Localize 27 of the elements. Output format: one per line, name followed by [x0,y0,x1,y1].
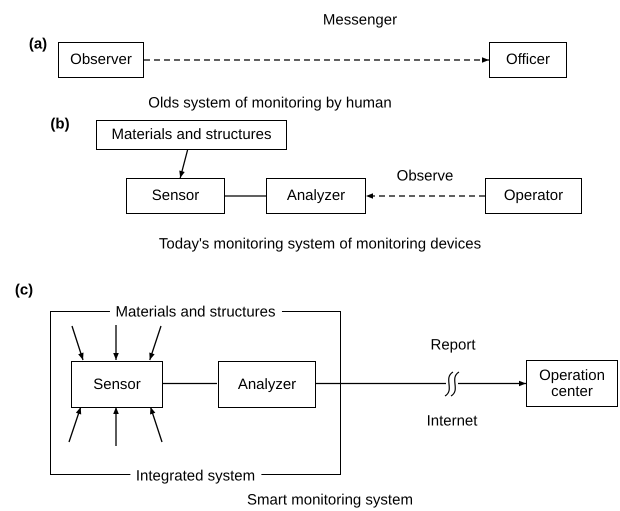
process-box: Sensor [71,361,163,408]
arrow [71,326,84,360]
process-box: Operation center [526,360,618,407]
arrow [113,325,119,360]
caption: Olds system of monitoring by human [148,94,392,112]
frame-title: Integrated system [130,468,262,484]
panel-label: (b) [50,116,70,132]
panel-label: (a) [28,36,48,52]
process-box: Analyzer [218,361,316,408]
arrow [113,407,119,446]
process-box: Observer [58,42,144,78]
process-box: Analyzer [266,178,366,214]
arrow [315,380,526,386]
arrow [150,406,163,442]
arrow [149,326,162,360]
process-box: Sensor [126,178,225,214]
process-box: Officer [489,42,567,78]
process-box: Materials and structures [96,120,287,150]
line-label: Internet [426,412,478,430]
arrow [179,150,188,178]
caption: Smart monitoring system [247,492,413,508]
process-box: Operator [485,178,582,214]
caption: Today's monitoring system of monitoring devices [158,236,482,252]
arrow [68,406,82,442]
arrow [144,57,489,63]
panel-label: (c) [14,282,34,298]
arrow [366,193,485,199]
